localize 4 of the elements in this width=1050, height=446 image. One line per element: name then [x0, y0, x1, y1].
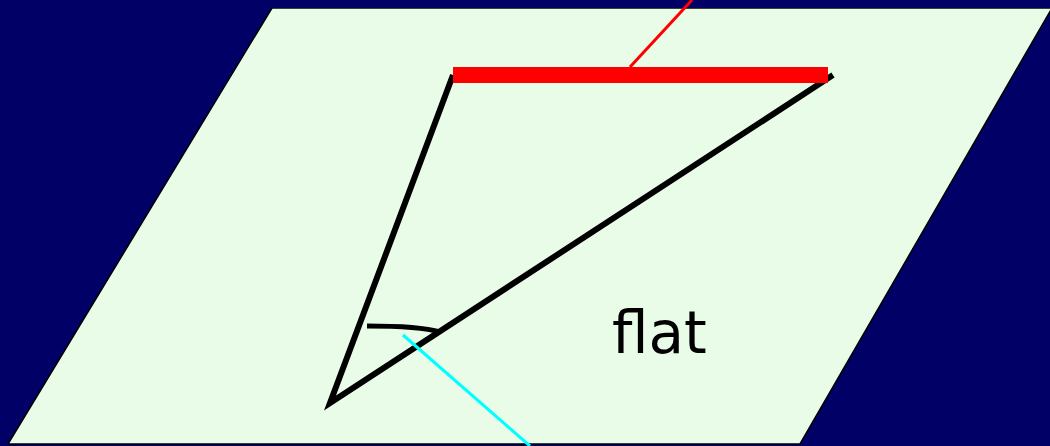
plane-label: flat [612, 304, 707, 362]
leader-line [402, 333, 531, 446]
leader-line [628, 0, 694, 68]
triangle-side [453, 67, 828, 83]
